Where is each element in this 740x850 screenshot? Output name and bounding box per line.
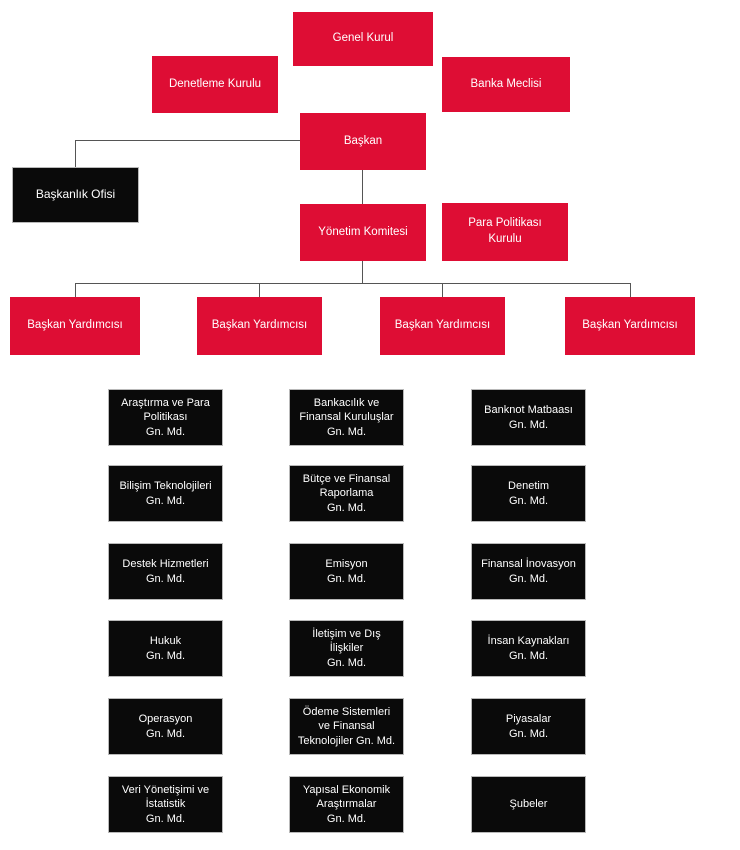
node-label: Bilişim Teknolojileri Gn. Md. [119,480,212,507]
node-operasyon: Operasyon Gn. Md. [108,698,223,755]
node-bankacilik-ve-finansal-kuruluslar: Bankacılık ve Finansal Kuruluşlar Gn. Md… [289,389,404,446]
node-denetim: Denetim Gn. Md. [471,465,586,522]
node-denetleme-kurulu: Denetleme Kurulu [152,56,278,113]
node-label: Başkan [343,134,383,147]
node-hukuk: Hukuk Gn. Md. [108,620,223,677]
node-label: Destek Hizmetleri Gn. Md. [122,558,209,585]
node-baskanlik-ofisi: Başkanlık Ofisi [12,167,139,223]
node-banka-meclisi: Banka Meclisi [442,57,570,112]
node-piyasalar: Piyasalar Gn. Md. [471,698,586,755]
node-label: Para Politikası Kurulu [468,217,542,245]
node-label: Banka Meclisi [470,77,542,90]
node-label: Veri Yönetişimi ve İstatistik Gn. Md. [121,784,210,825]
node-label: Hukuk Gn. Md. [145,635,186,662]
connector-baskan-to-yonetim [362,170,363,204]
node-insan-kaynaklari: İnsan Kaynakları Gn. Md. [471,620,586,677]
node-genel-kurul: Genel Kurul [293,12,433,66]
node-para-politikasi-kurulu: Para Politikası Kurulu [442,203,568,261]
node-label: Bankacılık ve Finansal Kuruluşlar Gn. Md… [299,397,394,438]
node-bilisim-teknolojileri: Bilişim Teknolojileri Gn. Md. [108,465,223,522]
node-baskan-yardimcisi-1: Başkan Yardımcısı [10,297,140,355]
connector-drop-4 [630,283,631,297]
connector-baskan-to-ofis-horizontal [75,140,300,141]
node-label: Başkan Yardımcısı [211,319,308,332]
node-baskan-yardimcisi-2: Başkan Yardımcısı [197,297,322,355]
connector-drop-3 [442,283,443,297]
node-veri-yonetisimi-ve-istatistik: Veri Yönetişimi ve İstatistik Gn. Md. [108,776,223,833]
node-arastirma-ve-para-politikasi: Araştırma ve Para Politikası Gn. Md. [108,389,223,446]
node-label: Başkan Yardımcısı [27,319,123,332]
node-label: Başkanlık Ofisi [35,187,116,202]
node-label: Finansal İnovasyon Gn. Md. [481,558,576,585]
node-label: Ödeme Sistemleri ve Finansal Teknolojile… [297,706,396,747]
node-yonetim-komitesi: Yönetim Komitesi [300,204,426,261]
node-iletisim-ve-dis-iliskiler: İletişim ve Dış İlişkiler Gn. Md. [289,620,404,677]
node-label: Bütçe ve Finansal Raporlama Gn. Md. [302,473,391,514]
node-label: Piyasalar Gn. Md. [505,713,552,740]
node-baskan-yardimcisi-3: Başkan Yardımcısı [380,297,505,355]
node-label: Araştırma ve Para Politikası Gn. Md. [121,397,210,438]
node-label: Emisyon Gn. Md. [325,558,368,585]
connector-baskan-to-ofis-vertical [75,140,76,167]
node-label: Şubeler [509,798,548,811]
node-baskan-yardimcisi-4: Başkan Yardımcısı [565,297,695,355]
node-label: İnsan Kaynakları Gn. Md. [487,635,570,662]
node-odeme-sistemleri-ve-finansal-teknolojiler: Ödeme Sistemleri ve Finansal Teknolojile… [289,698,404,755]
node-label: İletişim ve Dış İlişkiler Gn. Md. [312,628,381,669]
node-yapisal-ekonomik-arastirmalar: Yapısal Ekonomik Araştırmalar Gn. Md. [289,776,404,833]
connector-yonetim-to-bus [362,261,363,283]
node-label: Denetim Gn. Md. [508,480,549,507]
node-label: Başkan Yardımcısı [582,319,678,332]
node-finansal-inovasyon: Finansal İnovasyon Gn. Md. [471,543,586,600]
node-label: Denetleme Kurulu [168,77,262,90]
node-label: Operasyon Gn. Md. [138,713,193,740]
connector-bus [75,283,630,284]
connector-drop-1 [75,283,76,297]
node-emisyon: Emisyon Gn. Md. [289,543,404,600]
node-butce-ve-finansal-raporlama: Bütçe ve Finansal Raporlama Gn. Md. [289,465,404,522]
node-subeler: Şubeler [471,776,586,833]
node-banknot-matbaasi: Banknot Matbaası Gn. Md. [471,389,586,446]
node-label: Başkan Yardımcısı [394,319,491,332]
node-label: Genel Kurul [332,32,394,45]
node-label: Yapısal Ekonomik Araştırmalar Gn. Md. [302,784,391,825]
node-label: Banknot Matbaası Gn. Md. [484,404,573,431]
node-baskan: Başkan [300,113,426,170]
node-label: Yönetim Komitesi [318,225,408,238]
connector-drop-2 [259,283,260,297]
node-destek-hizmetleri: Destek Hizmetleri Gn. Md. [108,543,223,600]
